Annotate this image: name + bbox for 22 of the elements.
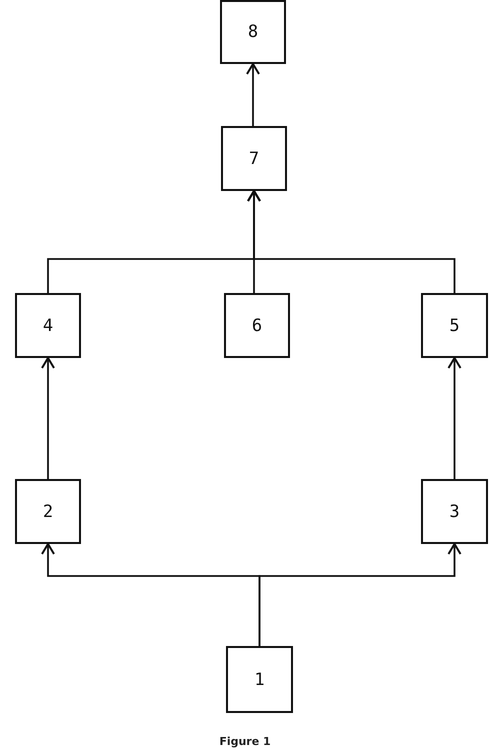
box-label: 6	[252, 316, 262, 336]
box-label: 1	[254, 670, 265, 690]
process-box	[224, 293, 290, 358]
box-label: 2	[42, 502, 54, 522]
arrow	[41, 357, 55, 479]
box-label: 5	[449, 316, 460, 336]
box-label: 4	[42, 316, 54, 336]
arrow	[246, 63, 260, 126]
process-box	[221, 126, 287, 191]
figure-caption: Figure 1	[218, 735, 272, 748]
arrow	[258, 543, 462, 646]
process-box	[421, 479, 488, 544]
process-box	[421, 293, 488, 358]
process-box	[226, 646, 293, 713]
process-box	[15, 479, 81, 544]
box-label: 8	[248, 22, 258, 42]
process-box	[15, 293, 81, 358]
arrow	[448, 357, 462, 479]
arrow	[247, 190, 456, 293]
process-box	[220, 0, 286, 64]
box-label: 3	[449, 502, 460, 522]
box-label: 7	[248, 148, 260, 168]
